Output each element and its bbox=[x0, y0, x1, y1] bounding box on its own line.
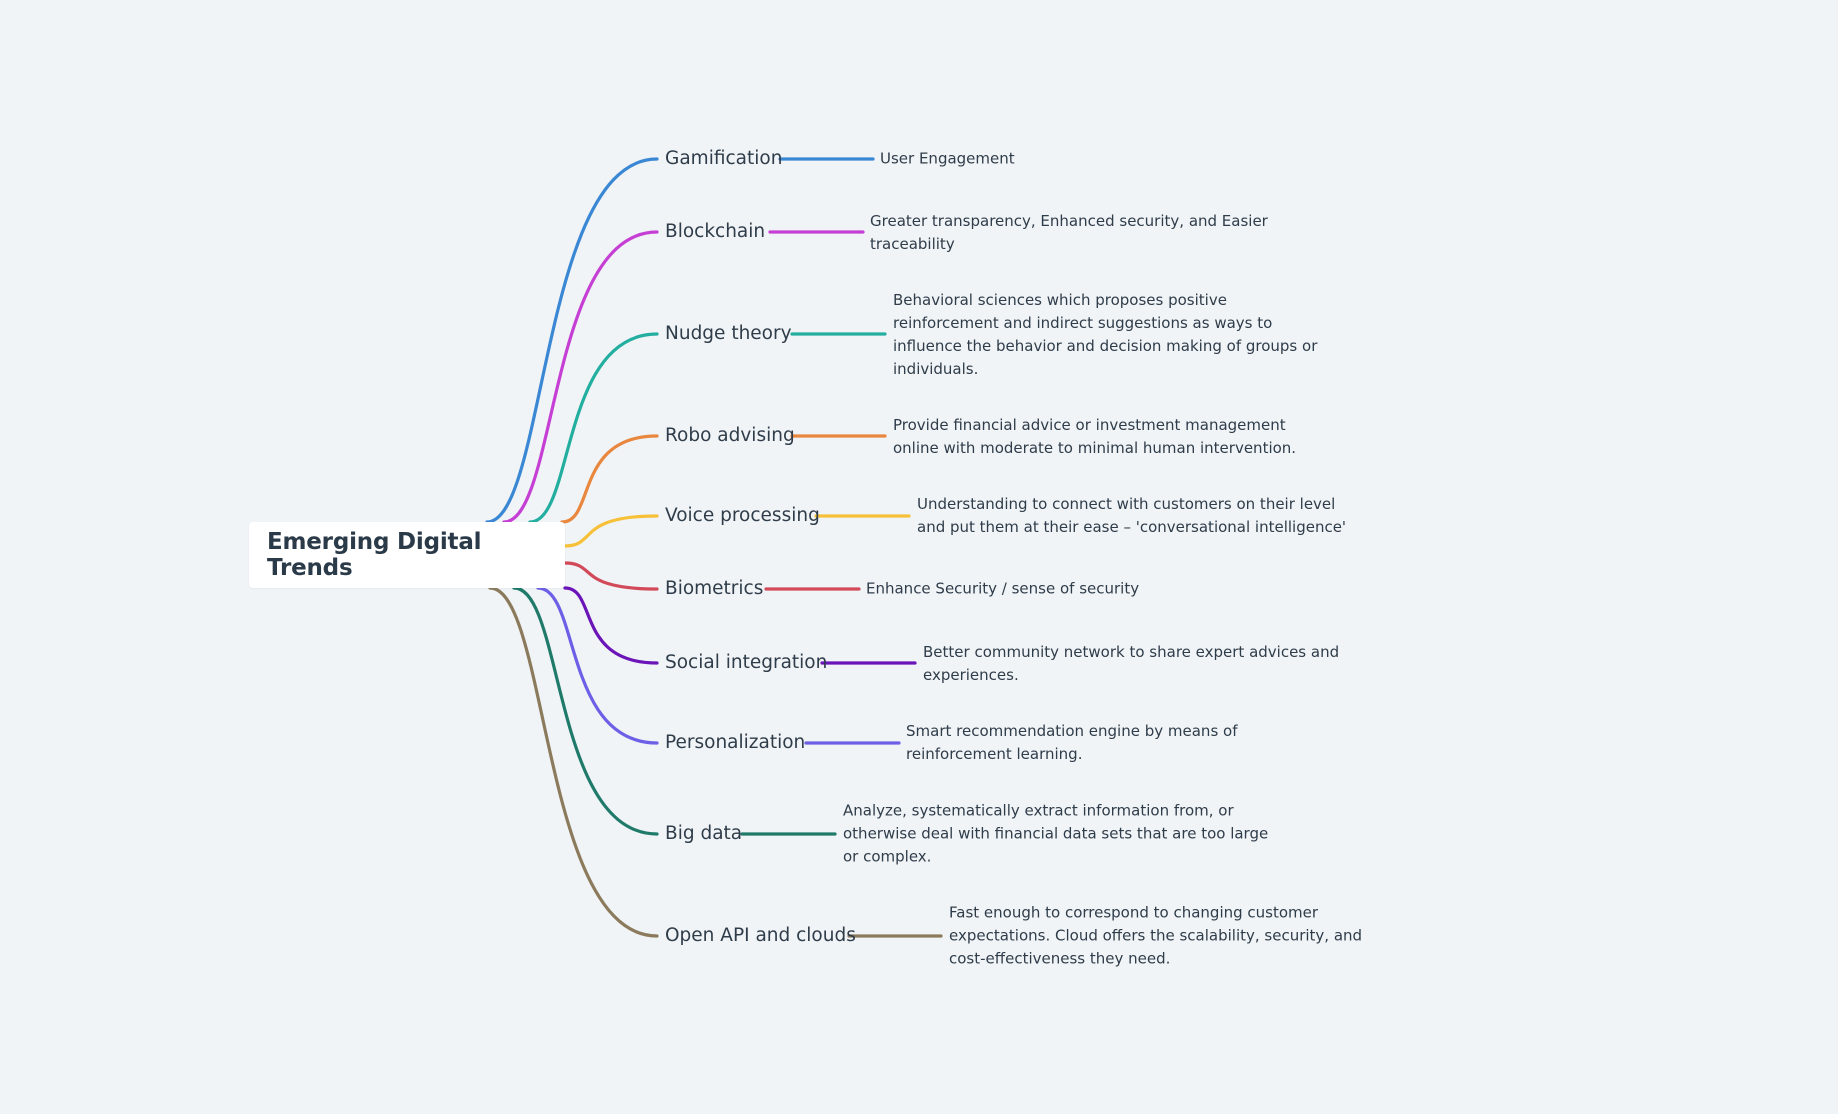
root-topic[interactable]: Emerging Digital Trends bbox=[249, 522, 565, 588]
root-topic-label: Emerging Digital Trends bbox=[267, 529, 482, 581]
branch-nudge-theory[interactable]: Nudge theory bbox=[665, 322, 792, 344]
branch-personalization[interactable]: Personalization bbox=[665, 731, 806, 753]
branch-big-data[interactable]: Big data bbox=[665, 822, 743, 844]
connector-nudge-theory bbox=[528, 332, 659, 524]
leaf-social-integration[interactable]: Better community network to share expert… bbox=[923, 643, 1340, 684]
leaf-biometrics[interactable]: Enhance Security / sense of security bbox=[866, 579, 1140, 598]
leaf-robo-advising[interactable]: Provide financial advice or investment m… bbox=[893, 416, 1297, 457]
connector-big-data bbox=[512, 586, 659, 836]
connector-gamification bbox=[485, 157, 659, 524]
branch-gamification[interactable]: Gamification bbox=[665, 147, 783, 169]
branch-voice-processing[interactable]: Voice processing bbox=[665, 504, 820, 526]
branch-blockchain[interactable]: Blockchain bbox=[665, 220, 766, 242]
branch-robo-advising[interactable]: Robo advising bbox=[665, 424, 795, 446]
branch-social-integration[interactable]: Social integration bbox=[665, 651, 828, 673]
leaf-big-data[interactable]: Analyze, systematically extract informat… bbox=[843, 801, 1269, 866]
connector-social-integration bbox=[563, 586, 659, 665]
leaf-nudge-theory[interactable]: Behavioral sciences which proposes posit… bbox=[893, 291, 1318, 378]
connector-blockchain bbox=[502, 230, 659, 524]
connector-biometrics bbox=[563, 561, 659, 591]
leaf-gamification[interactable]: User Engagement bbox=[880, 149, 1015, 168]
branch-biometrics[interactable]: Biometrics bbox=[665, 577, 764, 599]
connector-personalization bbox=[536, 586, 659, 745]
connector-robo-advising bbox=[560, 434, 659, 524]
leaf-personalization[interactable]: Smart recommendation engine by means of … bbox=[906, 722, 1238, 763]
connector-voice-processing bbox=[563, 514, 659, 548]
leaf-blockchain[interactable]: Greater transparency, Enhanced security,… bbox=[870, 212, 1268, 253]
leaf-open-api-and-clouds[interactable]: Fast enough to correspond to changing cu… bbox=[949, 903, 1363, 968]
connector-open-api-and-clouds bbox=[488, 586, 659, 938]
branch-open-api-and-clouds[interactable]: Open API and clouds bbox=[665, 924, 856, 946]
leaf-voice-processing[interactable]: Understanding to connect with customers … bbox=[917, 495, 1347, 536]
